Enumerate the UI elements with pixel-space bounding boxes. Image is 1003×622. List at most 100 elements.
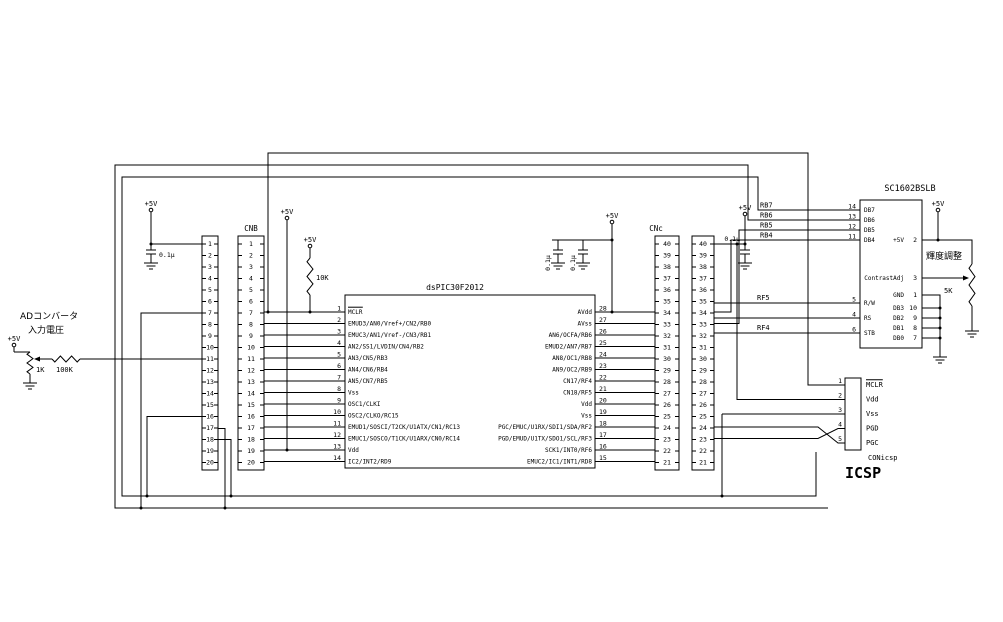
connector-cnb-right-pin-number: 20 (247, 459, 255, 467)
ad-series-resistor-value: 100K (56, 366, 74, 374)
connector-cnb-right-pin-number: 2 (249, 252, 253, 260)
signal-label-rb4: RB4 (760, 232, 773, 240)
ad-pot-wiper-arrow (34, 356, 40, 362)
chip-pin-number: 26 (599, 328, 607, 336)
connector-cnc-body-right (691, 235, 715, 471)
chip-pin-number: 21 (599, 385, 607, 393)
supply-5v-label: +5V (281, 208, 294, 216)
lcd-pin-number: 1 (913, 291, 917, 299)
chip-pin-number: 28 (599, 305, 607, 313)
connector-cnb-right-pin-number: 11 (247, 355, 255, 363)
lcd-pin-name: DB2 (893, 315, 904, 322)
connector-cnc-right-pin-number: 30 (699, 355, 707, 363)
connector-cnc-right-pin-number: 28 (699, 378, 707, 386)
connector-cnb-right-pin-number: 4 (249, 275, 253, 283)
supply-5v-terminal (307, 243, 313, 249)
junction-dot (285, 448, 289, 452)
chip-pin-number: 13 (333, 443, 341, 451)
connector-cnc-right-pin-number: 40 (699, 240, 707, 248)
connector-cnc-body-left (654, 235, 680, 471)
chip-pin-number: 16 (599, 443, 607, 451)
chip-title: dsPIC30F2012 (426, 283, 484, 292)
lcd-pin-name: ContrastAdj (864, 275, 904, 282)
chip-pin-name: EMUD3/AN0/Vref+/CN2/RB0 (348, 321, 431, 328)
icsp-pin-name: Vss (866, 410, 879, 418)
chip-pin-number: 2 (337, 316, 341, 324)
chip-pin-name: EMUC1/SOSCO/T1CK/U1ARX/CN0/RC14 (348, 436, 460, 443)
chip-pin-name: MCLR (348, 309, 363, 316)
chip-pin-name: AN2/SS1/LVDIN/CN4/RB2 (348, 344, 424, 351)
junction-dot (735, 242, 739, 246)
connector-cnc-right-pin-number: 27 (699, 390, 707, 398)
junction-dot (266, 310, 270, 314)
connector-cnb-left-pin-number: 4 (208, 275, 212, 283)
chip-pin-name: OSC1/CLKI (348, 401, 381, 408)
connector-cnc-right-pin-number: 37 (699, 275, 707, 283)
junction-dot (149, 242, 153, 246)
connector-cnb-right-pin-number: 3 (249, 263, 253, 271)
wire-routing (14, 152, 973, 509)
lcd-pin-number: 14 (848, 203, 856, 211)
lcd-title: SC1602BSLB (884, 184, 935, 194)
connector-cnc-right-pin-number: 31 (699, 344, 707, 352)
icsp-connector-body (844, 377, 862, 451)
contrast-pot-wiper-arrow (963, 275, 969, 281)
chip-pin-name: AN5/CN7/RB5 (348, 378, 388, 385)
lcd-pin-name: R/W (864, 300, 875, 307)
junction-dot (938, 326, 942, 330)
lcd-pin-name: DB0 (893, 335, 904, 342)
connector-cnb-body-left (201, 235, 219, 471)
connector-cnb-right-pin-number: 6 (249, 298, 253, 306)
lcd-pot-value: 5K (944, 287, 953, 295)
connector-cnc-right-pin-number: 23 (699, 436, 707, 444)
signal-label-rf5: RF5 (757, 294, 770, 302)
chip-pin-number: 10 (333, 408, 341, 416)
capacitor-symbols (146, 240, 750, 258)
icsp-pin-name: PGC (866, 439, 879, 447)
connector-cnb-right-pin-number: 7 (249, 309, 253, 317)
connector-cnb-right-pin-number: 16 (247, 413, 255, 421)
lcd-pin-number: 11 (848, 233, 856, 241)
connector-cnb-left-pin-number: 17 (206, 424, 214, 432)
connector-cnc-left-pin-number: 23 (663, 436, 671, 444)
capacitor-value-4: 0.1μ (724, 235, 740, 243)
connector-cnc-right-pin-number: 39 (699, 252, 707, 260)
icsp-pin-number: 2 (838, 392, 842, 400)
lcd-pin-number: 7 (913, 334, 917, 342)
lcd-pin-number: 13 (848, 213, 856, 221)
junction-dot (743, 242, 747, 246)
connector-cnc-left-pin-number: 31 (663, 344, 671, 352)
supply-5v-label: +5V (8, 335, 21, 343)
chip-pin-number: 22 (599, 374, 607, 382)
chip-pin-number: 7 (337, 374, 341, 382)
lcd-pin-number: 6 (852, 326, 856, 334)
chip-pin-name: EMUC2/IC1/INT1/RD8 (527, 459, 592, 466)
connector-cnc-left-pin-number: 27 (663, 390, 671, 398)
chip-pin-name: AN6/OCFA/RB6 (549, 332, 593, 339)
junction-dot (938, 316, 942, 320)
lcd-pin-name: RS (864, 315, 872, 322)
lcd-pin-number: 5 (852, 296, 856, 304)
junction-dot (936, 238, 940, 242)
ad-converter-label-line2: 入力電圧 (28, 324, 64, 336)
connector-cnc-right-pin-number: 21 (699, 459, 707, 467)
icsp-pin-name: PGD (866, 425, 879, 433)
connector-cnb-left-pin-number: 14 (206, 390, 214, 398)
chip-pin-name: OSC2/CLKO/RC15 (348, 413, 399, 420)
chip-pin-number: 20 (599, 397, 607, 405)
connector-cnb-left-pin-number: 9 (208, 332, 212, 340)
icsp-pin-number: 5 (838, 435, 842, 443)
lcd-pin-name: DB6 (864, 217, 875, 224)
chip-pin-number: 23 (599, 362, 607, 370)
lcd-pin-name: DB3 (893, 305, 904, 312)
connector-cnc-left-pin-number: 24 (663, 424, 671, 432)
connector-cnc-right-pin-number: 36 (699, 286, 707, 294)
chip-pin-name: AVdd (578, 309, 593, 316)
resistor-symbols (26, 257, 976, 375)
chip-pin-number: 8 (337, 385, 341, 393)
capacitor-value-2: 0.1μ (544, 255, 552, 271)
lcd-pin-name: DB1 (893, 325, 904, 332)
connector-cnb-left-pin-number: 10 (206, 344, 214, 352)
icsp-pin-number: 1 (838, 377, 842, 385)
